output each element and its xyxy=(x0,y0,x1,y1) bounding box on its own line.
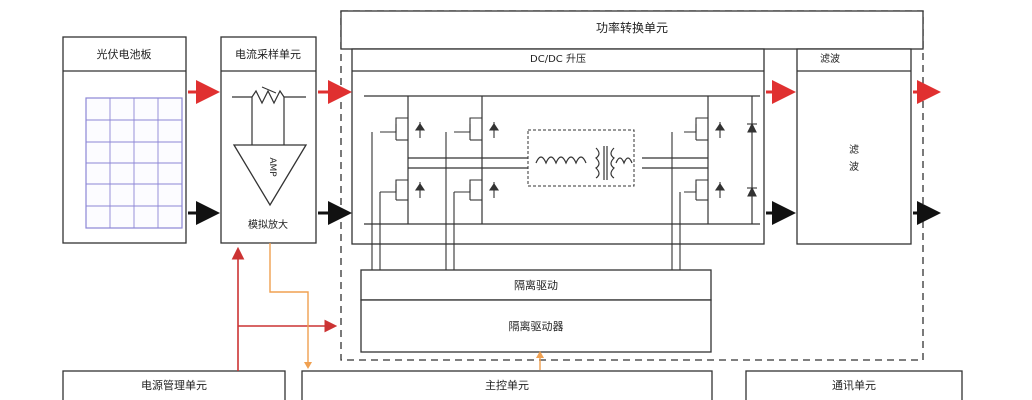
isolation-driver-ic-label: 隔离驱动器 xyxy=(509,319,564,333)
mosfet-switch-icon xyxy=(684,117,726,201)
circuit-bus-lines xyxy=(364,95,760,225)
diode-icon xyxy=(747,122,757,197)
transformer-icon xyxy=(527,129,635,187)
communication-label: 通讯单元 xyxy=(832,379,876,392)
filter-title: 滤波 xyxy=(820,52,840,65)
amp-label: AMP xyxy=(267,157,277,177)
power-conversion-title: 功率转换单元 xyxy=(596,20,668,35)
mosfet-switch-icon xyxy=(454,117,500,201)
current-sampling-title: 电流采样单元 xyxy=(235,47,301,61)
isolation-driver-block: 隔离驱动 隔离驱动器 xyxy=(360,269,712,353)
power-supply-lines xyxy=(231,246,338,371)
solar-panel-icon xyxy=(85,97,183,229)
current-sampling-block: 电流采样单元 AMP 模拟放大 xyxy=(220,36,317,244)
pv-panel-title: 光伏电池板 xyxy=(97,47,152,61)
filter-body-bottom: 波 xyxy=(849,160,859,173)
mosfet-switch-icon xyxy=(380,117,426,201)
main-control-block: 主控单元 xyxy=(301,370,713,400)
shunt-resistor-icon xyxy=(232,86,306,145)
power-management-block: 电源管理单元 xyxy=(62,370,286,400)
filter-block: 滤波 滤 波 xyxy=(796,48,912,245)
communication-block: 通讯单元 xyxy=(745,370,963,400)
main-control-label: 主控单元 xyxy=(485,378,529,392)
power-management-label: 电源管理单元 xyxy=(141,378,207,392)
dcdc-title: DC/DC 升压 xyxy=(530,53,586,65)
power-conversion-unit: 功率转换单元 xyxy=(340,10,924,361)
isolation-driver-label: 隔离驱动 xyxy=(514,278,558,292)
gate-drive-lines xyxy=(371,132,681,270)
amp-caption: 模拟放大 xyxy=(248,218,288,231)
amplifier-icon: AMP xyxy=(232,144,308,207)
filter-body-top: 滤 xyxy=(849,143,859,156)
sampling-feedback-line xyxy=(269,243,544,370)
dcdc-boost-block: DC/DC 升压 xyxy=(351,48,765,270)
pv-panel-block: 光伏电池板 xyxy=(62,36,187,244)
